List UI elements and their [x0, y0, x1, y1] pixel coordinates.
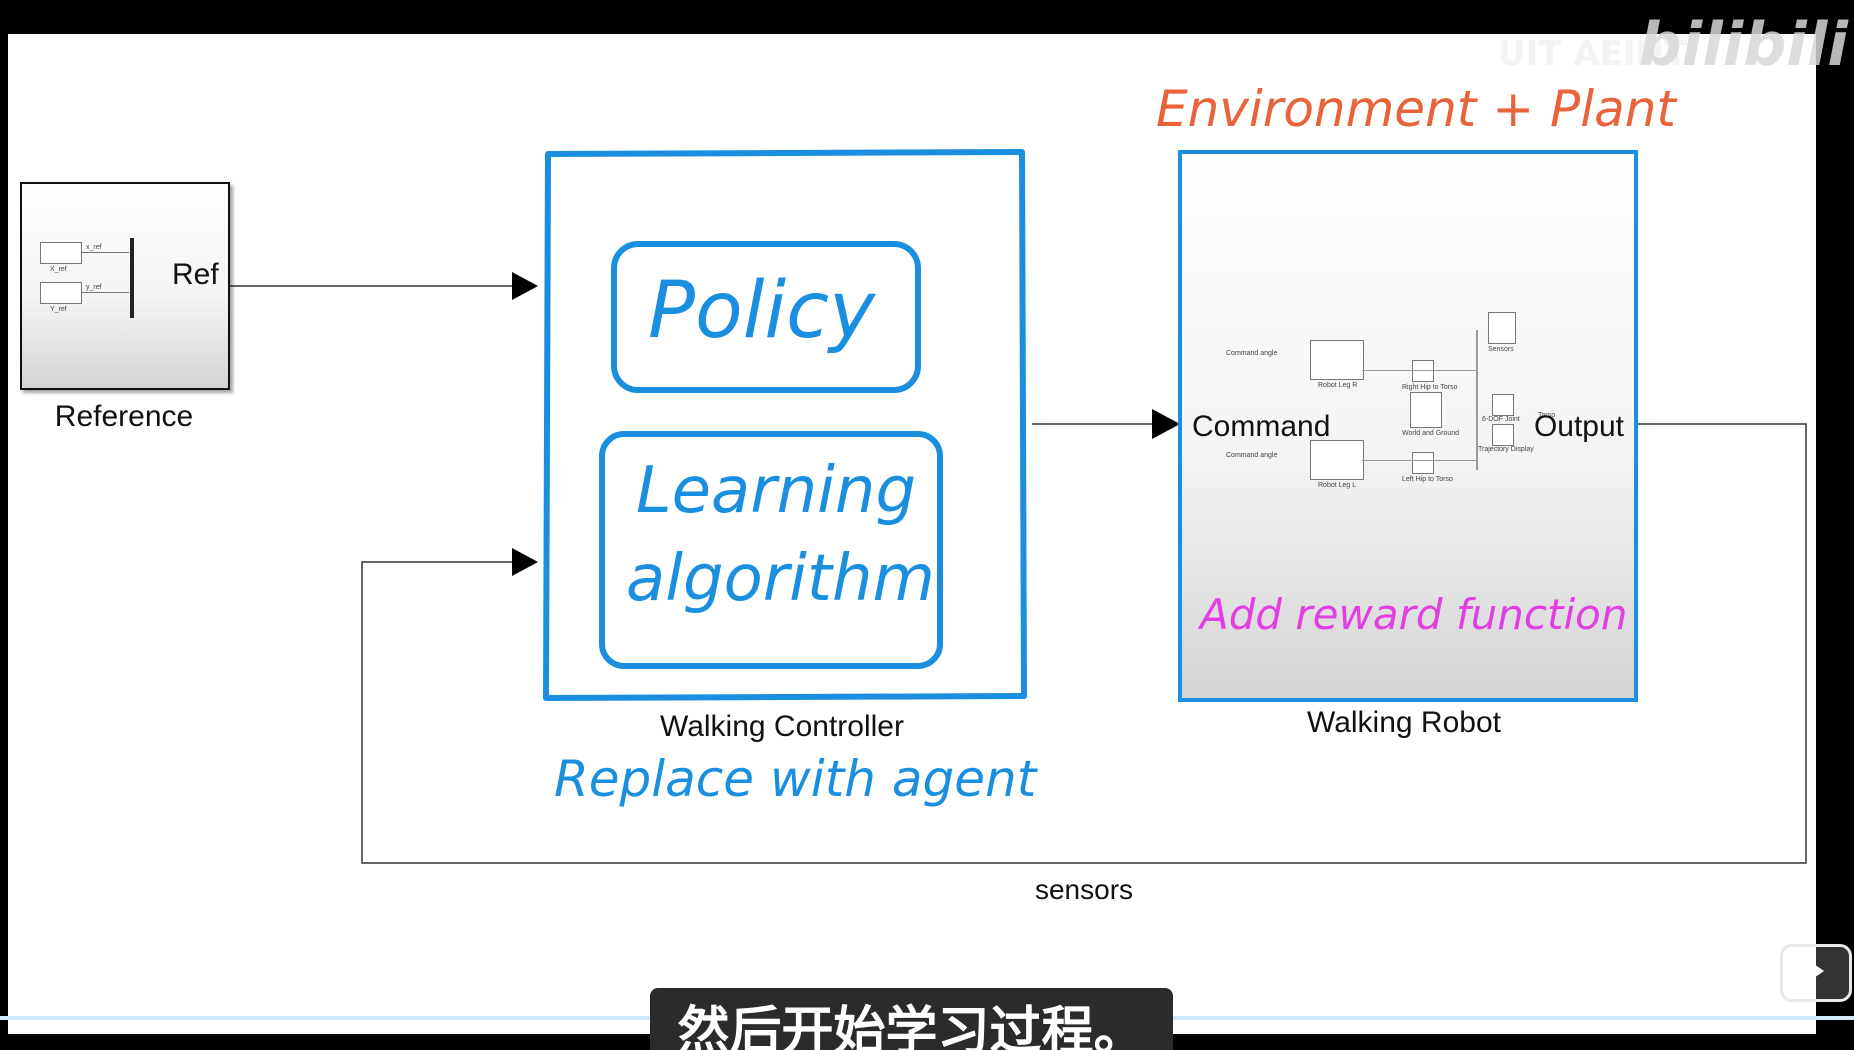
traj-box — [1492, 424, 1514, 446]
sensors-box — [1488, 312, 1516, 344]
robot-caption: Walking Robot — [1307, 706, 1501, 739]
y-ref-wire — [81, 292, 129, 293]
reference-inner-diagram: X_ref x_ref Y_ref y_ref — [40, 238, 140, 322]
replace-with-agent-note: Replace with agent — [554, 750, 1037, 808]
play-icon — [1808, 960, 1824, 982]
sensors-label: Sensors — [1488, 346, 1514, 353]
x-ref-label: X_ref — [50, 266, 67, 273]
right-hip-label: Right Hip to Torso — [1402, 384, 1458, 391]
play-button[interactable] — [1780, 944, 1852, 1002]
add-reward-function-note: Add reward function — [1200, 590, 1628, 639]
robot-inner-diagram: Command angle Command angle Robot Leg R … — [1226, 312, 1556, 496]
x-ref-wire — [81, 252, 129, 253]
robot-leg-r-box — [1310, 340, 1364, 380]
learning-label-line2: algorithm — [626, 542, 935, 616]
robot-leg-r-label: Robot Leg R — [1318, 382, 1358, 389]
world-label: World and Ground — [1402, 430, 1460, 437]
sixdof-label: 6-DOF Joint — [1482, 416, 1520, 423]
traj-label: Trajectory Display — [1478, 446, 1534, 453]
inner-bus-line — [1476, 330, 1478, 470]
policy-hand-box — [611, 241, 921, 393]
right-hip-box — [1412, 360, 1434, 382]
controller-input-arrow-1 — [512, 272, 538, 300]
world-box — [1410, 392, 1442, 428]
robot-input-arrow — [1152, 409, 1180, 439]
robot-leg-l-label: Robot Leg L — [1318, 482, 1357, 489]
reference-block[interactable]: X_ref x_ref Y_ref y_ref Ref — [20, 182, 230, 390]
inner-wire-2 — [1362, 460, 1476, 461]
uploader-watermark: UIT AEIHT — [1498, 34, 1688, 74]
walking-robot-block[interactable]: Command angle Command angle Robot Leg R … — [1178, 150, 1638, 702]
controller-block[interactable] — [546, 152, 1024, 698]
inner-wire-1 — [1362, 370, 1476, 371]
signal-lines — [230, 149, 1807, 864]
y-ref-signal: y_ref — [86, 284, 102, 291]
command-angle-r: Command angle — [1226, 350, 1278, 357]
sensors-feedback-label: sensors — [1034, 874, 1134, 905]
controller-hand-box — [543, 149, 1027, 701]
controller-input-arrow-2 — [512, 548, 538, 576]
x-ref-signal: x_ref — [86, 244, 102, 251]
robot-command-port: Command — [1192, 410, 1331, 443]
subtitle-box: 然后开始学习过程。 — [650, 988, 1173, 1050]
y-ref-label: Y_ref — [50, 306, 67, 313]
bilibili-logo: bilibili — [1638, 10, 1848, 80]
feedback-line — [361, 423, 1807, 864]
learning-label-line1: Learning — [636, 454, 917, 528]
left-hip-box — [1412, 452, 1434, 474]
reference-output-port: Ref — [172, 258, 219, 291]
reference-caption: Reference — [54, 400, 194, 433]
robot-leg-l-box — [1310, 440, 1364, 480]
policy-label: Policy — [648, 266, 876, 356]
learning-hand-box — [599, 431, 943, 669]
robot-output-port: Output — [1533, 410, 1624, 443]
mux-bar — [130, 238, 134, 318]
subtitle-text: 然后开始学习过程。 — [677, 1002, 1146, 1050]
left-hip-label: Left Hip to Torso — [1402, 476, 1453, 483]
command-angle-l: Command angle — [1226, 452, 1278, 459]
environment-plant-note: Environment + Plant — [1156, 80, 1677, 138]
controller-caption: Walking Controller — [660, 710, 904, 743]
diagram-canvas: X_ref x_ref Y_ref y_ref Ref Reference Po… — [8, 34, 1816, 1034]
y-ref-source — [40, 282, 82, 304]
sixdof-box — [1492, 394, 1514, 416]
torso-label: Torso — [1538, 412, 1556, 419]
x-ref-source — [40, 242, 82, 264]
